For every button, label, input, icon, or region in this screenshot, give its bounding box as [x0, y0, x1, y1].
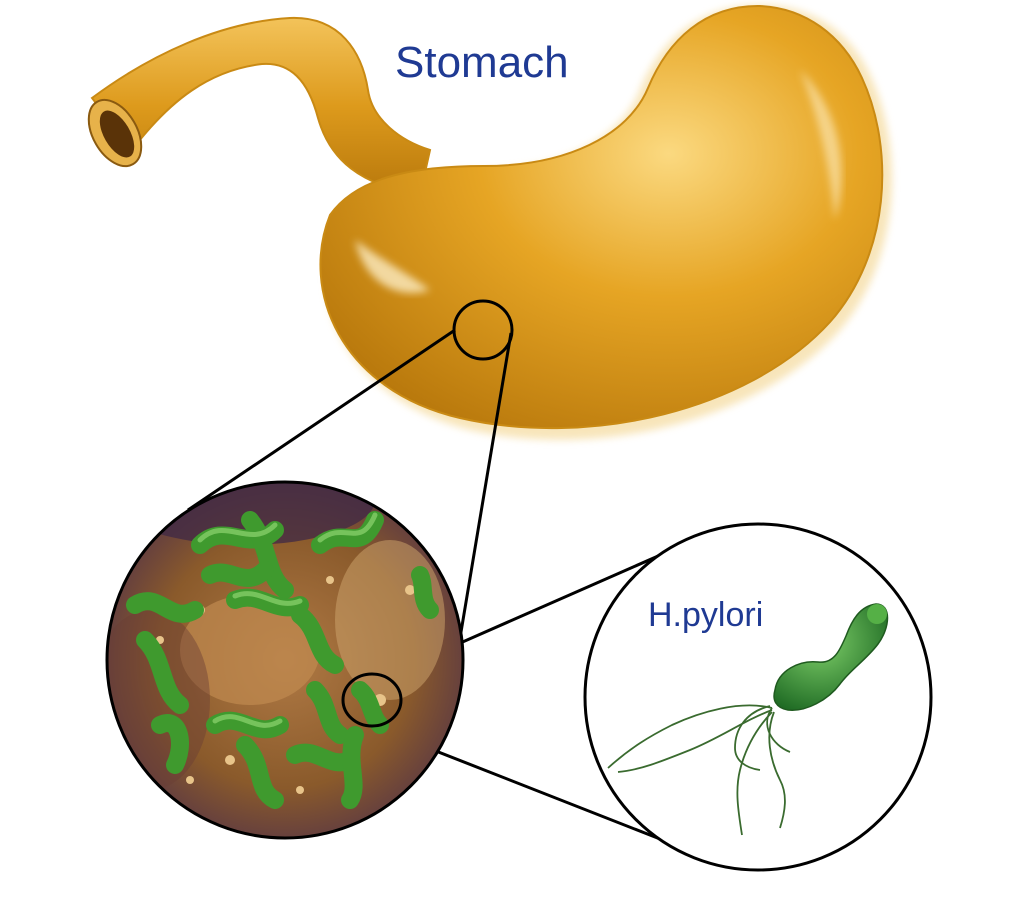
bacteria-cluster [126, 511, 439, 809]
bacterium-rod [286, 743, 359, 772]
bacterium-body [773, 603, 889, 711]
tissue-circle-border [105, 480, 465, 840]
esophagus [90, 16, 432, 197]
bacterium-rod [306, 681, 349, 744]
bacterium-rod [151, 714, 189, 774]
bacterium-rod [341, 726, 364, 809]
bacterium-rod [201, 561, 274, 587]
stomach-highlight [355, 240, 430, 293]
stomach-illustration [87, 4, 892, 440]
h-pylori-label: H.pylori [648, 596, 764, 634]
bacterium-rod [351, 681, 389, 734]
flagella [607, 704, 791, 836]
zoom-line-left [187, 328, 456, 512]
stomach-highlight-right [800, 70, 842, 220]
bacterium-tip [867, 604, 887, 624]
tissue-magnification [105, 480, 465, 840]
tissue-focus-circle [341, 672, 403, 728]
bacterium-rod [236, 736, 284, 809]
bacterium-rod [241, 511, 294, 599]
stomach-focus-circle [452, 299, 514, 361]
esophagus-lumen [99, 110, 135, 158]
bacterium-magnification [583, 522, 933, 872]
bacterium-rod [136, 631, 189, 714]
bacterium-rod [226, 588, 309, 617]
stomach-body [319, 4, 884, 430]
bacterium-circle-border [583, 522, 933, 872]
zoom-line-right [456, 332, 513, 651]
bacterium-rod [291, 606, 344, 674]
bacterium-rod [311, 511, 384, 554]
bacterium-rod [411, 566, 439, 619]
bacterium-rod [206, 711, 289, 739]
stomach-label: Stomach [395, 38, 569, 87]
bacterium-rod [126, 592, 204, 623]
